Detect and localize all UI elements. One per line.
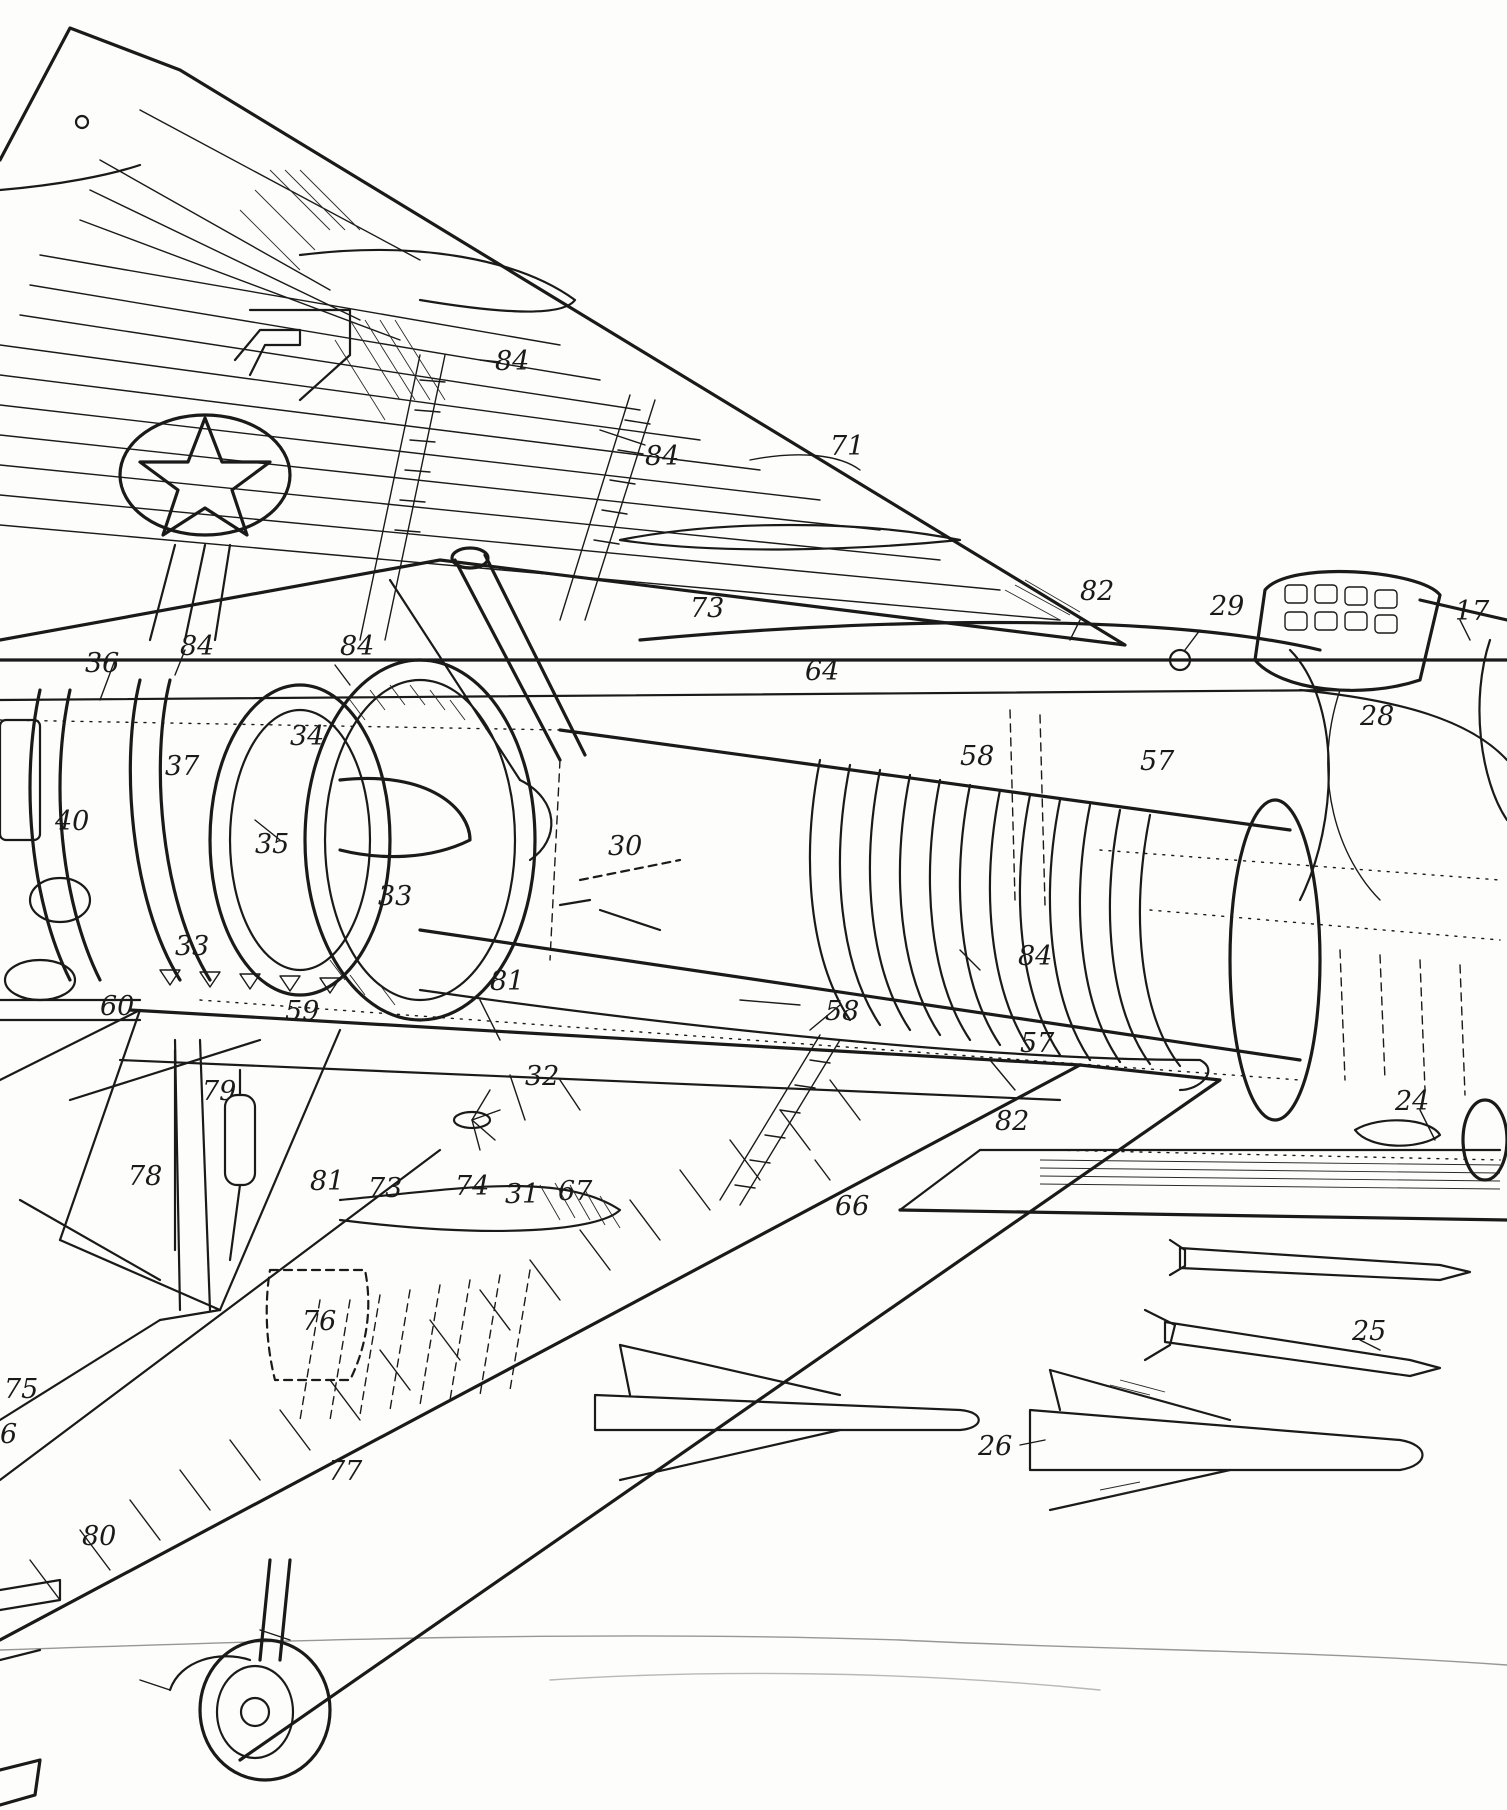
main-landing-gear bbox=[0, 1558, 332, 1807]
callout-74: 74 bbox=[455, 1171, 489, 1202]
callout-81: 81 bbox=[310, 1166, 344, 1197]
callout-31: 31 bbox=[505, 1179, 539, 1210]
callout-58: 58 bbox=[960, 741, 994, 772]
callout-25: 25 bbox=[1351, 1316, 1386, 1347]
callout-57: 57 bbox=[1140, 746, 1175, 777]
callout-79: 79 bbox=[202, 1076, 236, 1107]
callout-6: 6 bbox=[0, 1419, 17, 1450]
callout-78: 78 bbox=[128, 1161, 162, 1192]
callout-64: 64 bbox=[805, 656, 839, 687]
callout-32: 32 bbox=[525, 1061, 559, 1092]
callout-29: 29 bbox=[1209, 591, 1244, 622]
star-insignia-icon bbox=[118, 308, 352, 642]
callout-34: 34 bbox=[290, 721, 324, 752]
callout-84: 84 bbox=[1018, 941, 1052, 972]
missiles bbox=[593, 1238, 1472, 1512]
callout-labels: 84 84 84 84 84 71 73 82 29 17 28 64 36 5… bbox=[0, 346, 1490, 1552]
callout-80: 80 bbox=[82, 1521, 116, 1552]
callout-66: 66 bbox=[835, 1191, 869, 1222]
callout-28: 28 bbox=[1359, 701, 1394, 732]
callout-77: 77 bbox=[328, 1456, 363, 1487]
callout-33: 33 bbox=[378, 881, 412, 912]
callout-84: 84 bbox=[645, 441, 679, 472]
callout-84: 84 bbox=[340, 631, 374, 662]
callout-37: 37 bbox=[165, 751, 200, 782]
callout-82: 82 bbox=[995, 1106, 1029, 1137]
callout-60: 60 bbox=[100, 991, 134, 1022]
callout-33: 33 bbox=[175, 931, 209, 962]
fuselage bbox=[0, 569, 1507, 1222]
callout-82: 82 bbox=[1080, 576, 1114, 607]
callout-58: 58 bbox=[825, 996, 859, 1027]
callout-73: 73 bbox=[690, 593, 724, 624]
callout-75: 75 bbox=[4, 1374, 38, 1405]
callout-17: 17 bbox=[1455, 596, 1490, 627]
callout-40: 40 bbox=[54, 806, 89, 837]
callout-84: 84 bbox=[495, 346, 529, 377]
callout-35: 35 bbox=[255, 829, 289, 860]
callout-84: 84 bbox=[180, 631, 214, 662]
wing bbox=[0, 988, 1222, 1807]
engine-frames bbox=[0, 546, 682, 1022]
callout-73: 73 bbox=[368, 1173, 402, 1204]
callout-76: 76 bbox=[302, 1306, 336, 1337]
vertical-fin bbox=[0, 26, 1127, 647]
callout-30: 30 bbox=[608, 831, 642, 862]
callout-67: 67 bbox=[558, 1176, 593, 1207]
callout-59: 59 bbox=[285, 996, 319, 1027]
leader-lines bbox=[99, 359, 1471, 1691]
callout-81: 81 bbox=[490, 966, 524, 997]
callout-24: 24 bbox=[1394, 1086, 1429, 1117]
callout-57: 57 bbox=[1020, 1028, 1055, 1059]
callout-36: 36 bbox=[85, 648, 119, 679]
callout-26: 26 bbox=[977, 1431, 1012, 1462]
callout-71: 71 bbox=[830, 431, 864, 462]
